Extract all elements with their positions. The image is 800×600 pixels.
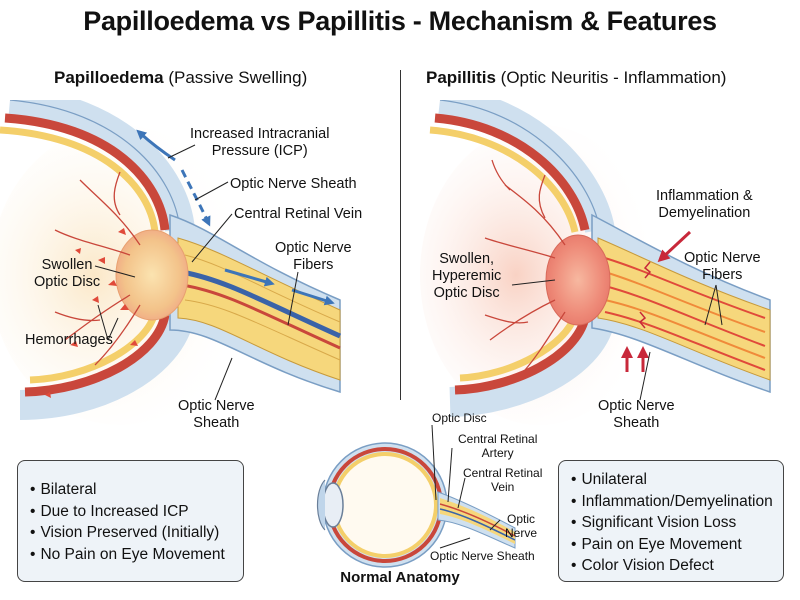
retina-upper [4, 113, 170, 231]
papilloedema-feature: Vision Preserved (Initially) [30, 522, 231, 544]
central-retinal-artery [181, 283, 341, 350]
right-heading-bold: Papillitis [426, 68, 496, 87]
cornea [316, 479, 326, 531]
normal-anatomy-caption: Normal Anatomy [340, 569, 460, 586]
retinal-vessels [54, 171, 141, 366]
panel-divider [400, 70, 401, 400]
papillitis-vessels [484, 159, 566, 371]
normal-anatomy-diagram [316, 424, 516, 568]
icp-arrow-up [136, 129, 176, 162]
hyperemic-optic-disc [545, 234, 611, 326]
papillitis-features-box: Unilateral Inflammation/Demyelination Si… [558, 460, 784, 582]
hemorrhages [45, 228, 138, 398]
zigzag-mark-2 [638, 311, 647, 329]
icp-arrow-right-2 [291, 288, 335, 306]
papilloedema-diagram [0, 100, 342, 425]
papilloedema-features-list: Bilateral Due to Increased ICP Vision Pr… [30, 479, 231, 565]
label-inflammation: Inflammation &Demyelination [656, 188, 753, 221]
papillitis-feature: Inflammation/Demyelination [571, 491, 772, 513]
normal-leader-lines [431, 424, 501, 549]
papillitis-nerve-fibers [597, 237, 771, 381]
papillitis-feature: Pain on Eye Movement [571, 534, 771, 556]
papilloedema-feature: No Pain on Eye Movement [30, 544, 231, 566]
label-sheath-top: Optic Nerve Sheath [230, 176, 357, 192]
zigzag-mark-1 [643, 261, 652, 279]
inflammation-arrow [657, 230, 692, 263]
label-normal-disc: Optic Disc [432, 411, 487, 425]
icp-arrow-down [180, 169, 211, 227]
optic-nerve-fibers [177, 237, 341, 381]
label-normal-sheath: Optic Nerve Sheath [430, 549, 535, 563]
central-retinal-vein [181, 269, 342, 339]
swollen-optic-disc [115, 229, 189, 321]
right-leader-lines [511, 279, 723, 401]
papilloedema-features-box: Bilateral Due to Increased ICP Vision Pr… [17, 460, 244, 582]
left-panel-heading: Papilloedema (Passive Swelling) [54, 68, 307, 88]
retina-lower [24, 313, 170, 397]
label-central-retinal-vein: Central Retinal Vein [234, 206, 363, 222]
papillitis-feature: Unilateral [571, 469, 771, 491]
page-title: Papilloedema vs Papillitis - Mechanism &… [83, 6, 717, 36]
inflamed-fibers [604, 257, 766, 371]
papillitis-feature: Significant Vision Loss [571, 512, 771, 534]
sclera-lower [19, 311, 195, 420]
left-heading-rest: (Passive Swelling) [168, 68, 308, 87]
left-heading-bold: Papilloedema [54, 68, 164, 87]
papillitis-diagram [420, 100, 771, 425]
right-panel-heading: Papillitis (Optic Neuritis - Inflammatio… [426, 68, 726, 88]
icp-arrow-right-1 [224, 268, 275, 287]
papilloedema-feature: Due to Increased ICP [30, 501, 231, 523]
left-leader-lines [94, 144, 299, 401]
lens [322, 482, 344, 528]
papillitis-features-list: Unilateral Inflammation/Demyelination Si… [571, 469, 772, 577]
label-hemorrhages: Hemorrhages [25, 332, 113, 348]
papilloedema-feature: Bilateral [30, 479, 231, 501]
papillitis-feature: Color Vision Defect [571, 555, 771, 577]
right-heading-rest: (Optic Neuritis - Inflammation) [500, 68, 727, 87]
